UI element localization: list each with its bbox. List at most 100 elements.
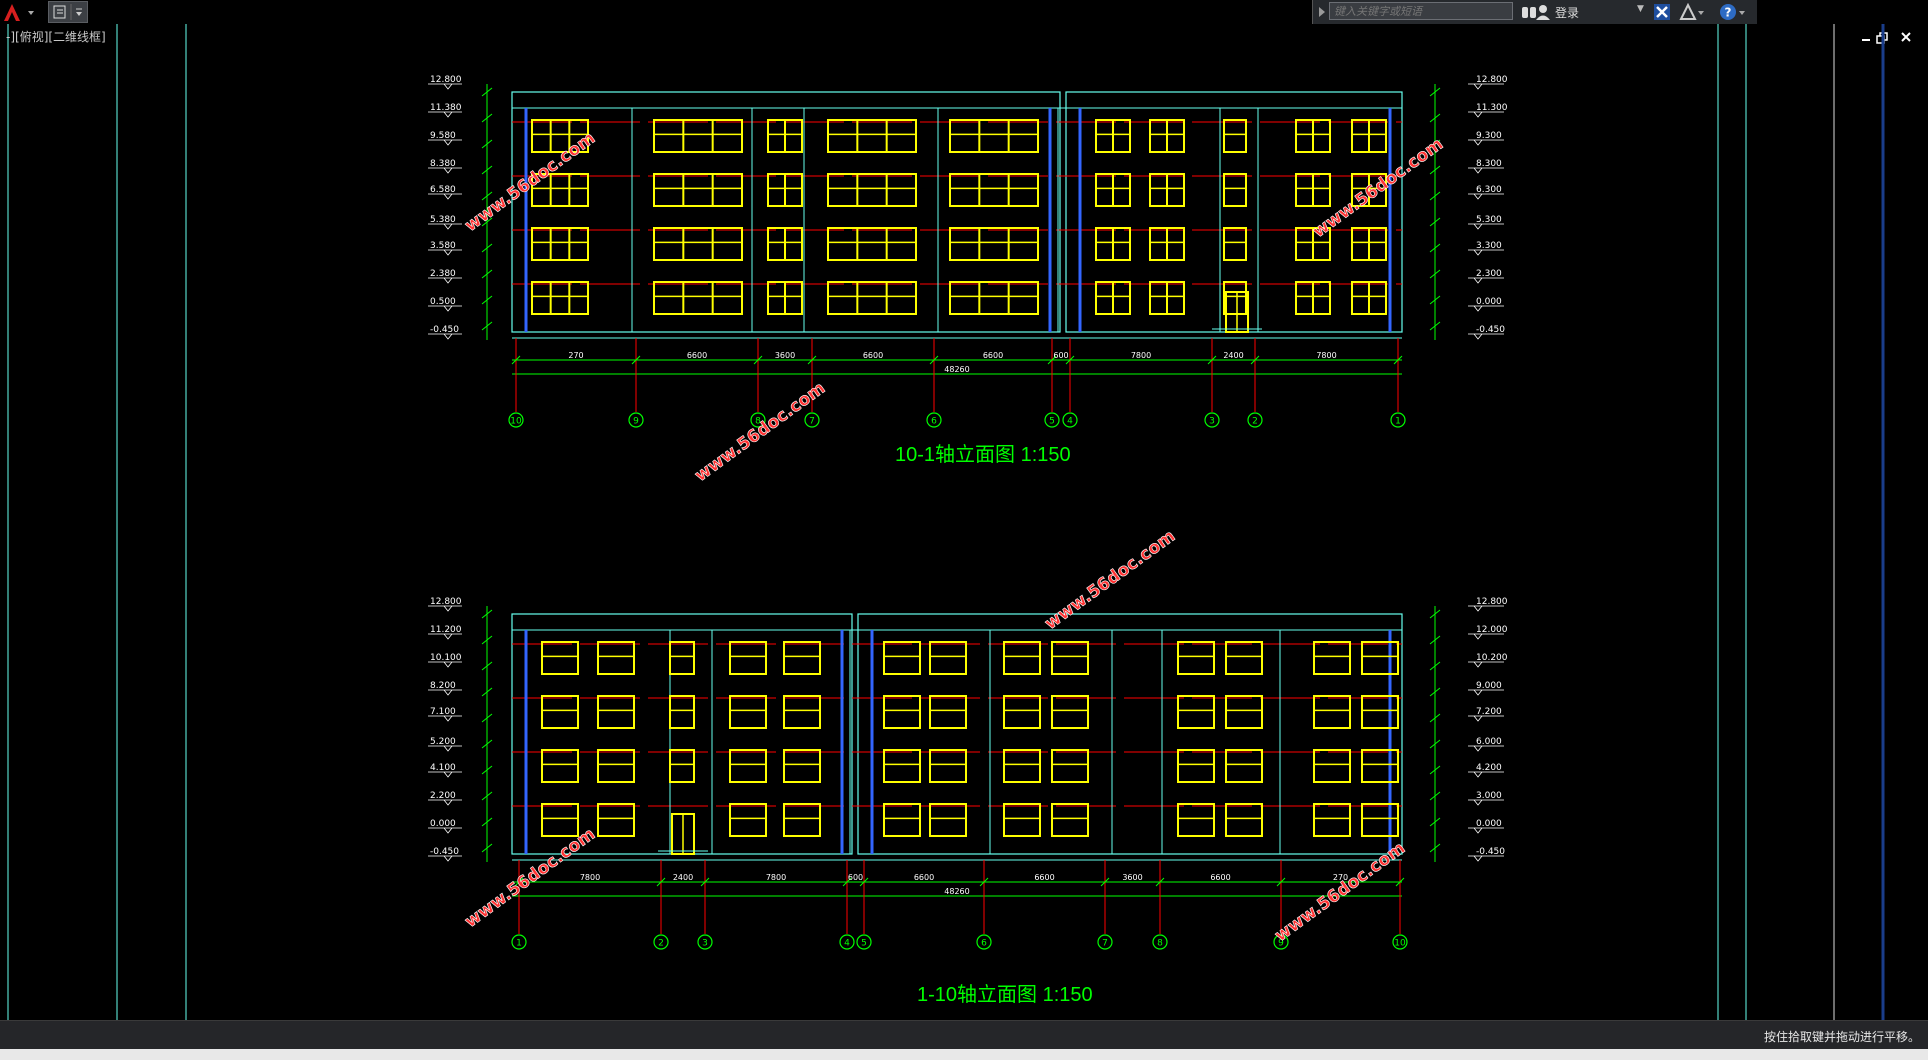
window-frame — [597, 641, 635, 675]
elevation-label-right: 11.300 — [1476, 103, 1508, 113]
drawing-canvas[interactable]: 12.80011.3809.5808.3806.5805.3803.5802.3… — [0, 0, 1928, 1020]
axis-label: 5 — [1049, 417, 1055, 427]
window-frame — [531, 227, 589, 261]
exchange-apps-icon[interactable] — [1653, 3, 1671, 21]
search-input[interactable] — [1329, 2, 1513, 20]
dim-tick — [1429, 843, 1441, 853]
window-frame — [531, 119, 589, 153]
window-frame — [729, 803, 767, 837]
dimension-label: 2400 — [673, 873, 693, 882]
dim-tick — [481, 295, 493, 305]
dim-tick — [481, 139, 493, 149]
dim-tick — [1393, 355, 1403, 365]
total-dimension-label: 48260 — [944, 887, 969, 896]
axis-label: 5 — [861, 939, 867, 949]
elevation-label-left: 5.200 — [430, 737, 456, 747]
dim-tick — [1429, 321, 1441, 331]
elevation-triangle — [443, 827, 453, 834]
dimension-label: 6600 — [687, 351, 707, 360]
elevation-label-right: 12.800 — [1476, 597, 1508, 607]
window-frame — [1051, 803, 1089, 837]
axis-bubble — [1062, 412, 1078, 428]
dimension-label: 7800 — [766, 873, 786, 882]
quick-access-toolbar[interactable] — [48, 1, 88, 23]
window-frame — [1225, 695, 1263, 729]
window-frame — [827, 119, 917, 153]
dimension-label: 3600 — [775, 351, 795, 360]
elevation-triangle — [443, 277, 453, 284]
dim-tick — [481, 191, 493, 201]
axis-bubble — [511, 934, 527, 950]
window-frame — [729, 695, 767, 729]
dim-tick — [1429, 609, 1441, 619]
window-frame — [1313, 749, 1351, 783]
axis-bubble — [508, 412, 524, 428]
dimension-label: 270 — [1333, 873, 1348, 882]
watermark-text: www.56doc.com — [691, 378, 829, 486]
axis-label: 3 — [1209, 417, 1215, 427]
elevation-triangle — [1473, 633, 1483, 640]
sign-in-link[interactable]: 登录 — [1555, 6, 1580, 20]
axis-bubble — [1044, 412, 1060, 428]
axis-bubble — [628, 412, 644, 428]
elevation-label-left: 4.100 — [430, 763, 456, 773]
window-frame — [597, 749, 635, 783]
axis-bubble — [926, 412, 942, 428]
dimension-label: 7800 — [1131, 351, 1151, 360]
dimension-label: 6600 — [983, 351, 1003, 360]
dim-tick — [1429, 661, 1441, 671]
elevation-triangle — [1473, 827, 1483, 834]
layout-borders — [7, 24, 1885, 1020]
elevation-label-right: 9.000 — [1476, 681, 1502, 691]
window-frame — [783, 695, 821, 729]
elevation-triangle — [1473, 139, 1483, 146]
axis-label: 2 — [1252, 417, 1258, 427]
dim-tick — [481, 791, 493, 801]
dim-tick — [481, 765, 493, 775]
binoculars-search-icon[interactable] — [1521, 4, 1539, 20]
chevron-down-icon[interactable]: ▼ — [1637, 4, 1644, 14]
dim-tick — [1100, 877, 1110, 887]
elevation-triangle — [1473, 855, 1483, 862]
elevation-label-left: 5.380 — [430, 215, 456, 225]
close-icon[interactable] — [1901, 32, 1911, 42]
dimension-label: 6600 — [914, 873, 934, 882]
elevation-triangle — [443, 139, 453, 146]
window-frame — [929, 695, 967, 729]
user-icon[interactable] — [1535, 3, 1551, 21]
dim-tick — [1429, 269, 1441, 279]
elevation-triangle — [443, 745, 453, 752]
elevation-label-left: -0.450 — [430, 325, 459, 335]
dim-tick — [842, 877, 852, 887]
dim-tick — [1429, 687, 1441, 697]
axis-label: 1 — [1395, 417, 1401, 427]
window-frame — [1223, 281, 1247, 315]
elevation-label-left: 11.200 — [430, 625, 462, 635]
axis-label: 4 — [844, 939, 850, 949]
window-frame — [597, 803, 635, 837]
window-frame — [1177, 803, 1215, 837]
window-frame — [729, 749, 767, 783]
window-frame — [1361, 749, 1399, 783]
elevation-label-right: 0.000 — [1476, 297, 1502, 307]
help-icon[interactable]: ? — [1717, 2, 1747, 22]
elevation-label-left: 0.000 — [430, 819, 456, 829]
viewport-controls[interactable]: -][俯视][二维线框] — [6, 30, 106, 44]
autodesk-a360-icon[interactable] — [1679, 3, 1705, 21]
dim-tick — [1047, 355, 1057, 365]
window-frame — [783, 749, 821, 783]
axis-bubble — [839, 934, 855, 950]
application-menu-button[interactable] — [2, 2, 38, 22]
axis-label: 8 — [755, 417, 761, 427]
dim-tick — [481, 843, 493, 853]
expand-search-icon[interactable] — [1317, 5, 1327, 19]
elevation-triangle — [1473, 249, 1483, 256]
axis-label: 3 — [702, 939, 708, 949]
axis-label: 8 — [1157, 939, 1163, 949]
dimension-label: 2400 — [1223, 351, 1243, 360]
elevation-label-left: 2.380 — [430, 269, 456, 279]
axis-label: 2 — [658, 939, 664, 949]
total-dimension-label: 48260 — [944, 365, 969, 374]
elevation-label-right: 8.300 — [1476, 159, 1502, 169]
elevation-label-left: 0.500 — [430, 297, 456, 307]
